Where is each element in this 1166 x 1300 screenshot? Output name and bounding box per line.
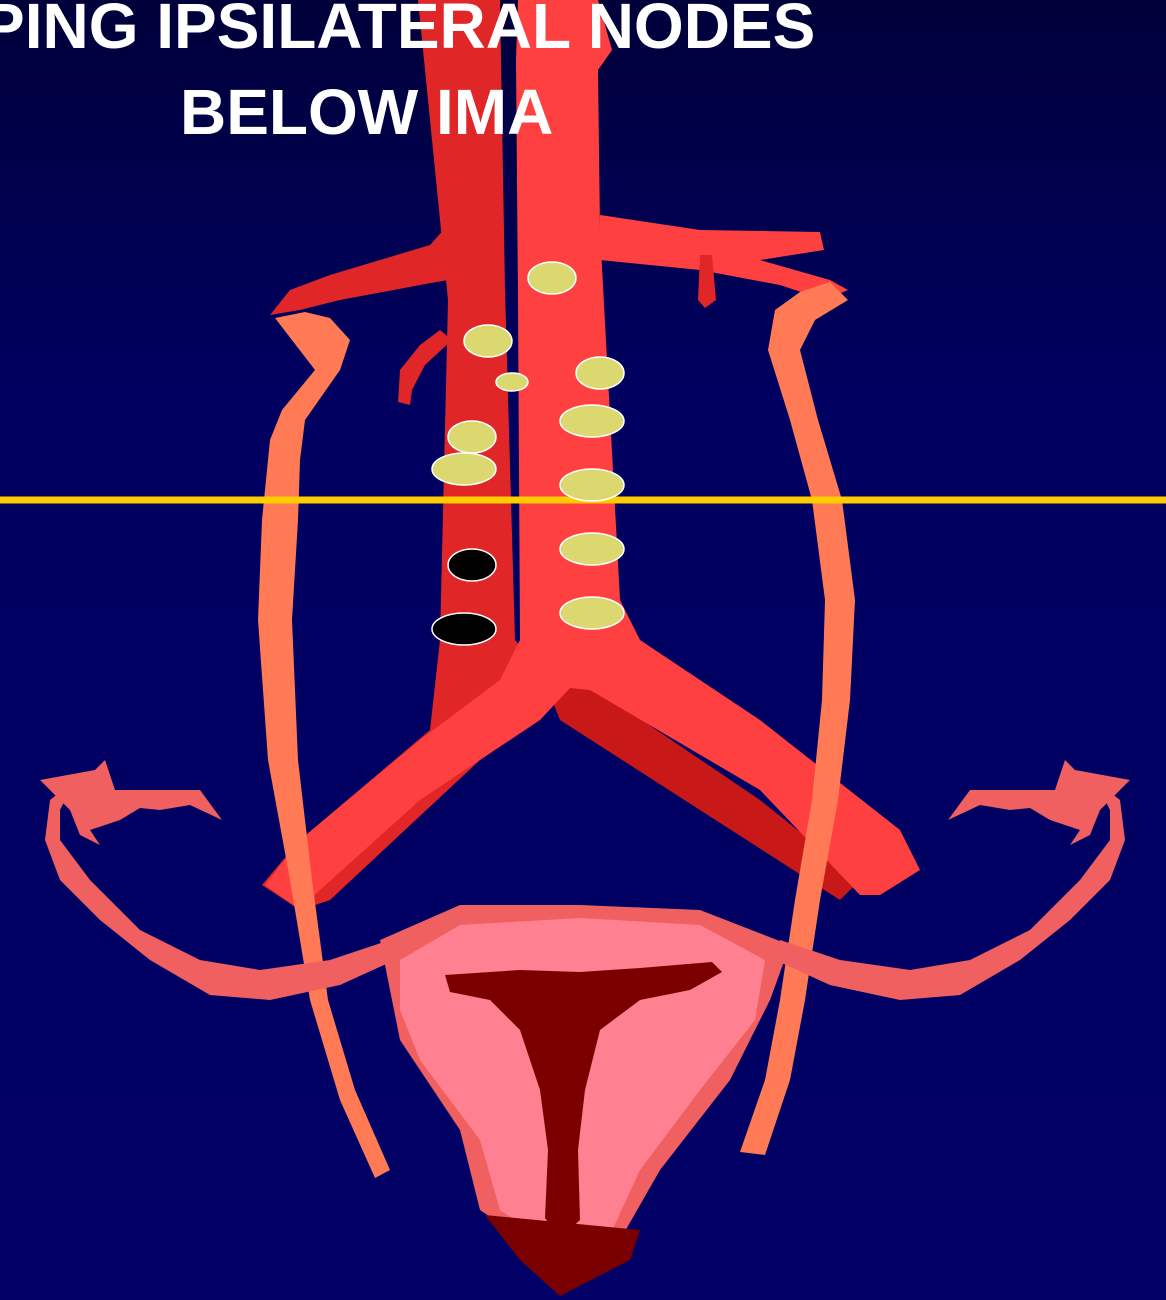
uterus bbox=[380, 905, 790, 1296]
slide-title-line-1: PING IPSILATERAL NODES bbox=[0, 0, 815, 58]
left-ureter bbox=[258, 312, 390, 1178]
benign-node bbox=[560, 405, 624, 437]
metastatic-node bbox=[448, 549, 496, 581]
benign-node bbox=[560, 533, 624, 565]
slide-title-line-2: BELOW IMA bbox=[180, 80, 553, 144]
benign-node bbox=[560, 597, 624, 629]
metastatic-node bbox=[432, 613, 496, 645]
benign-node bbox=[496, 373, 528, 391]
benign-node bbox=[528, 262, 576, 294]
benign-node bbox=[464, 325, 512, 357]
benign-node bbox=[432, 453, 496, 485]
benign-node bbox=[448, 421, 496, 453]
benign-node bbox=[560, 469, 624, 501]
benign-node bbox=[576, 357, 624, 389]
